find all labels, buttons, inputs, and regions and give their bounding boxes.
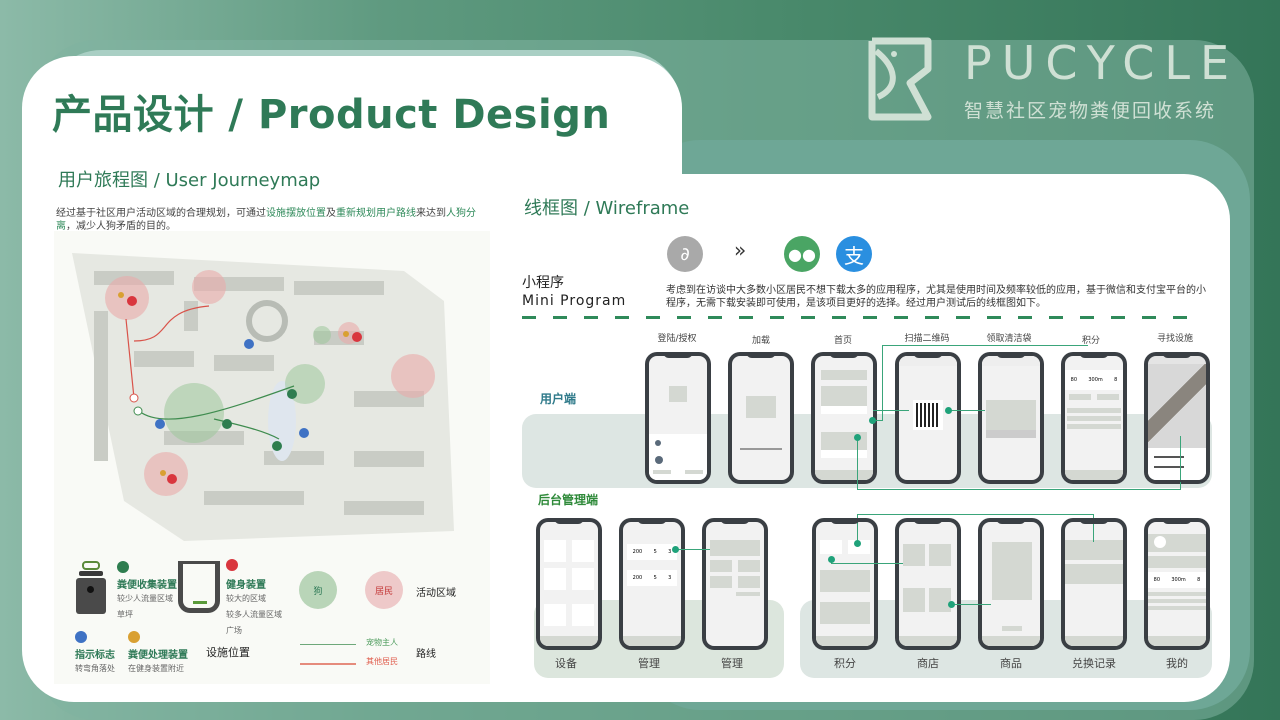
screen-label-loading: 加载 (751, 336, 770, 346)
legend-zone-label: 活动区域 (416, 588, 456, 599)
wireframe-title: 线框图 / Wireframe (524, 198, 690, 219)
fitness-device-icon (178, 561, 220, 613)
screen-caption-mine: 我的 (1166, 657, 1188, 670)
phone-scan[interactable] (895, 352, 961, 484)
screen-label-points: 积分 (1081, 336, 1100, 346)
flow-connector (857, 436, 1181, 490)
connector-dot (869, 417, 876, 424)
alipay-icon: 支 (836, 236, 872, 272)
resident-zone-icon: 居民 (365, 571, 403, 609)
screen-label-bag: 领取清洁袋 (986, 334, 1032, 344)
flow-connector (831, 558, 903, 564)
legend-collect: 粪便收集装置 较少人流量区域 草坪 (117, 580, 177, 619)
legend-process: 粪便处理装置 在健身装置附近 (128, 650, 188, 673)
legend-facility-label: 设施位置 (206, 646, 250, 659)
community-map-plot (72, 253, 454, 541)
phone-product[interactable] (978, 518, 1044, 650)
screen-label-scan: 扫描二维码 (904, 334, 950, 344)
connector-dot (672, 546, 679, 553)
dog-zone-icon: 狗 (299, 571, 337, 609)
map-placeholder (1148, 364, 1206, 448)
screen-caption-points: 积分 (834, 657, 856, 670)
route-other-label: 其他居民 (366, 657, 398, 666)
collect-device-icon (76, 561, 106, 615)
flow-connector (950, 410, 985, 411)
phone-loading[interactable] (728, 352, 794, 484)
wechat-icon: ●● (784, 236, 820, 272)
screen-caption-manage-1: 管理 (638, 657, 660, 670)
screen-caption-product: 商品 (1000, 657, 1022, 670)
legend-sign: 指示标志 转弯角落处 (75, 650, 115, 673)
phone-shop[interactable] (895, 518, 961, 650)
phone-exchange-record[interactable] (1061, 518, 1127, 650)
phone-find-facility[interactable] (1144, 352, 1210, 484)
connector-dot (854, 434, 861, 441)
legend-route-label: 路线 (416, 649, 436, 660)
page-title: 产品设计 / Product Design (52, 92, 611, 138)
collect-dot-icon (117, 561, 129, 573)
fitness-dot-icon (226, 559, 238, 571)
flow-connector (953, 604, 991, 605)
pucycle-logo-icon (866, 37, 936, 123)
screen-caption-shop: 商店 (917, 657, 939, 670)
screen-caption-manage-2: 管理 (721, 657, 743, 670)
journey-map: 粪便收集装置 较少人流量区域 草坪 健身装置 较大的区域 较多人流量区域 广场 … (54, 231, 490, 684)
phone-device[interactable] (536, 518, 602, 650)
brand: PUCYCLE 智慧社区宠物粪便回收系统 (866, 36, 1239, 123)
screen-label-login: 登陆/授权 (657, 334, 697, 344)
arrow-icon: » (734, 238, 747, 262)
legend-fitness: 健身装置 较大的区域 较多人流量区域 广场 (226, 580, 282, 635)
connector-dot (854, 540, 861, 547)
phone-admin-points[interactable] (812, 518, 878, 650)
flow-connector (872, 413, 882, 421)
brand-subtitle: 智慧社区宠物粪便回收系统 (964, 100, 1217, 122)
route-owner-label: 宠物主人 (366, 638, 398, 647)
wireframe-description: 考虑到在访谈中大多数小区居民不想下载太多的应用程序，尤其是使用时间及频率较低的应… (666, 285, 1206, 309)
image-placeholder-icon (746, 396, 776, 418)
mini-program-icon: ∂ (667, 236, 703, 272)
brand-name: PUCYCLE (964, 36, 1240, 90)
flow-connector (873, 410, 909, 411)
phone-login[interactable] (645, 352, 711, 484)
user-side-label: 用户端 (540, 392, 577, 406)
screen-label-find: 寻找设施 (1156, 334, 1193, 344)
screen-caption-device: 设备 (555, 657, 577, 670)
screen-caption-exchange: 兑换记录 (1072, 657, 1116, 670)
connector-dot (828, 556, 835, 563)
admin-side-label: 后台管理端 (538, 493, 599, 507)
phone-home[interactable] (811, 352, 877, 484)
facility-dots (118, 292, 362, 484)
flow-connector (882, 345, 1088, 421)
screen-label-home: 首页 (833, 336, 852, 346)
qr-code-icon (913, 400, 943, 430)
connector-dot (948, 601, 955, 608)
flow-connector (676, 549, 710, 550)
phone-bag[interactable] (978, 352, 1044, 484)
journey-description: 经过基于社区用户活动区域的合理规划，可通过设施摆放位置及重新规划用户路线来达到人… (56, 208, 476, 232)
sign-dot-icon (75, 631, 87, 643)
dashed-divider (522, 316, 1202, 319)
process-dot-icon (128, 631, 140, 643)
phone-manage-2[interactable] (702, 518, 768, 650)
owner-route-arrow-icon (300, 644, 356, 645)
mini-program-label: 小程序 Mini Program (522, 275, 627, 309)
connector-dot (945, 407, 952, 414)
other-route-arrow-icon (300, 663, 356, 665)
journey-title: 用户旅程图 / User Journeymap (58, 170, 321, 191)
flow-connector (857, 514, 1094, 542)
